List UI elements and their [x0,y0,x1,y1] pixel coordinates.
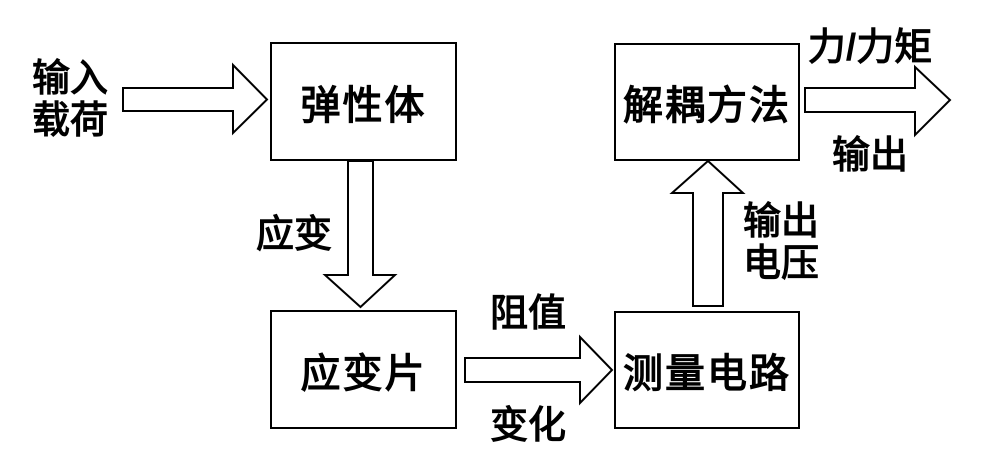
output-voltage-label: 输出 电压 [743,201,819,285]
output-arrow [804,64,952,138]
decoupling-method-label: 解耦方法 [623,84,791,128]
output-voltage-line2: 电压 [742,243,820,285]
resistance-arrow [464,334,614,406]
output-voltage-line1: 输出 [742,201,820,243]
resistance-label-line2: 变化 [489,405,567,447]
force-torque-label: 力/力矩 [807,27,933,69]
voltage-arrow [669,159,746,307]
input-load-label: 输入 载荷 [32,58,108,142]
measurement-circuit-box: 测量电路 [614,311,800,429]
strain-label: 应变 [255,214,333,256]
measurement-circuit-label: 测量电路 [623,352,791,396]
input-arrow [122,62,269,136]
decoupling-method-box: 解耦方法 [614,43,800,161]
elastic-body-box: 弹性体 [270,42,457,161]
resistance-label-line1: 阻值 [489,293,567,335]
strain-arrow [322,160,398,309]
elastic-body-label: 弹性体 [300,83,427,128]
input-load-line1: 输入 [31,58,109,100]
strain-gauge-label: 应变片 [300,351,427,396]
strain-gauge-box: 应变片 [270,310,457,429]
input-load-line2: 载荷 [31,100,109,142]
final-output-label: 输出 [831,135,909,177]
